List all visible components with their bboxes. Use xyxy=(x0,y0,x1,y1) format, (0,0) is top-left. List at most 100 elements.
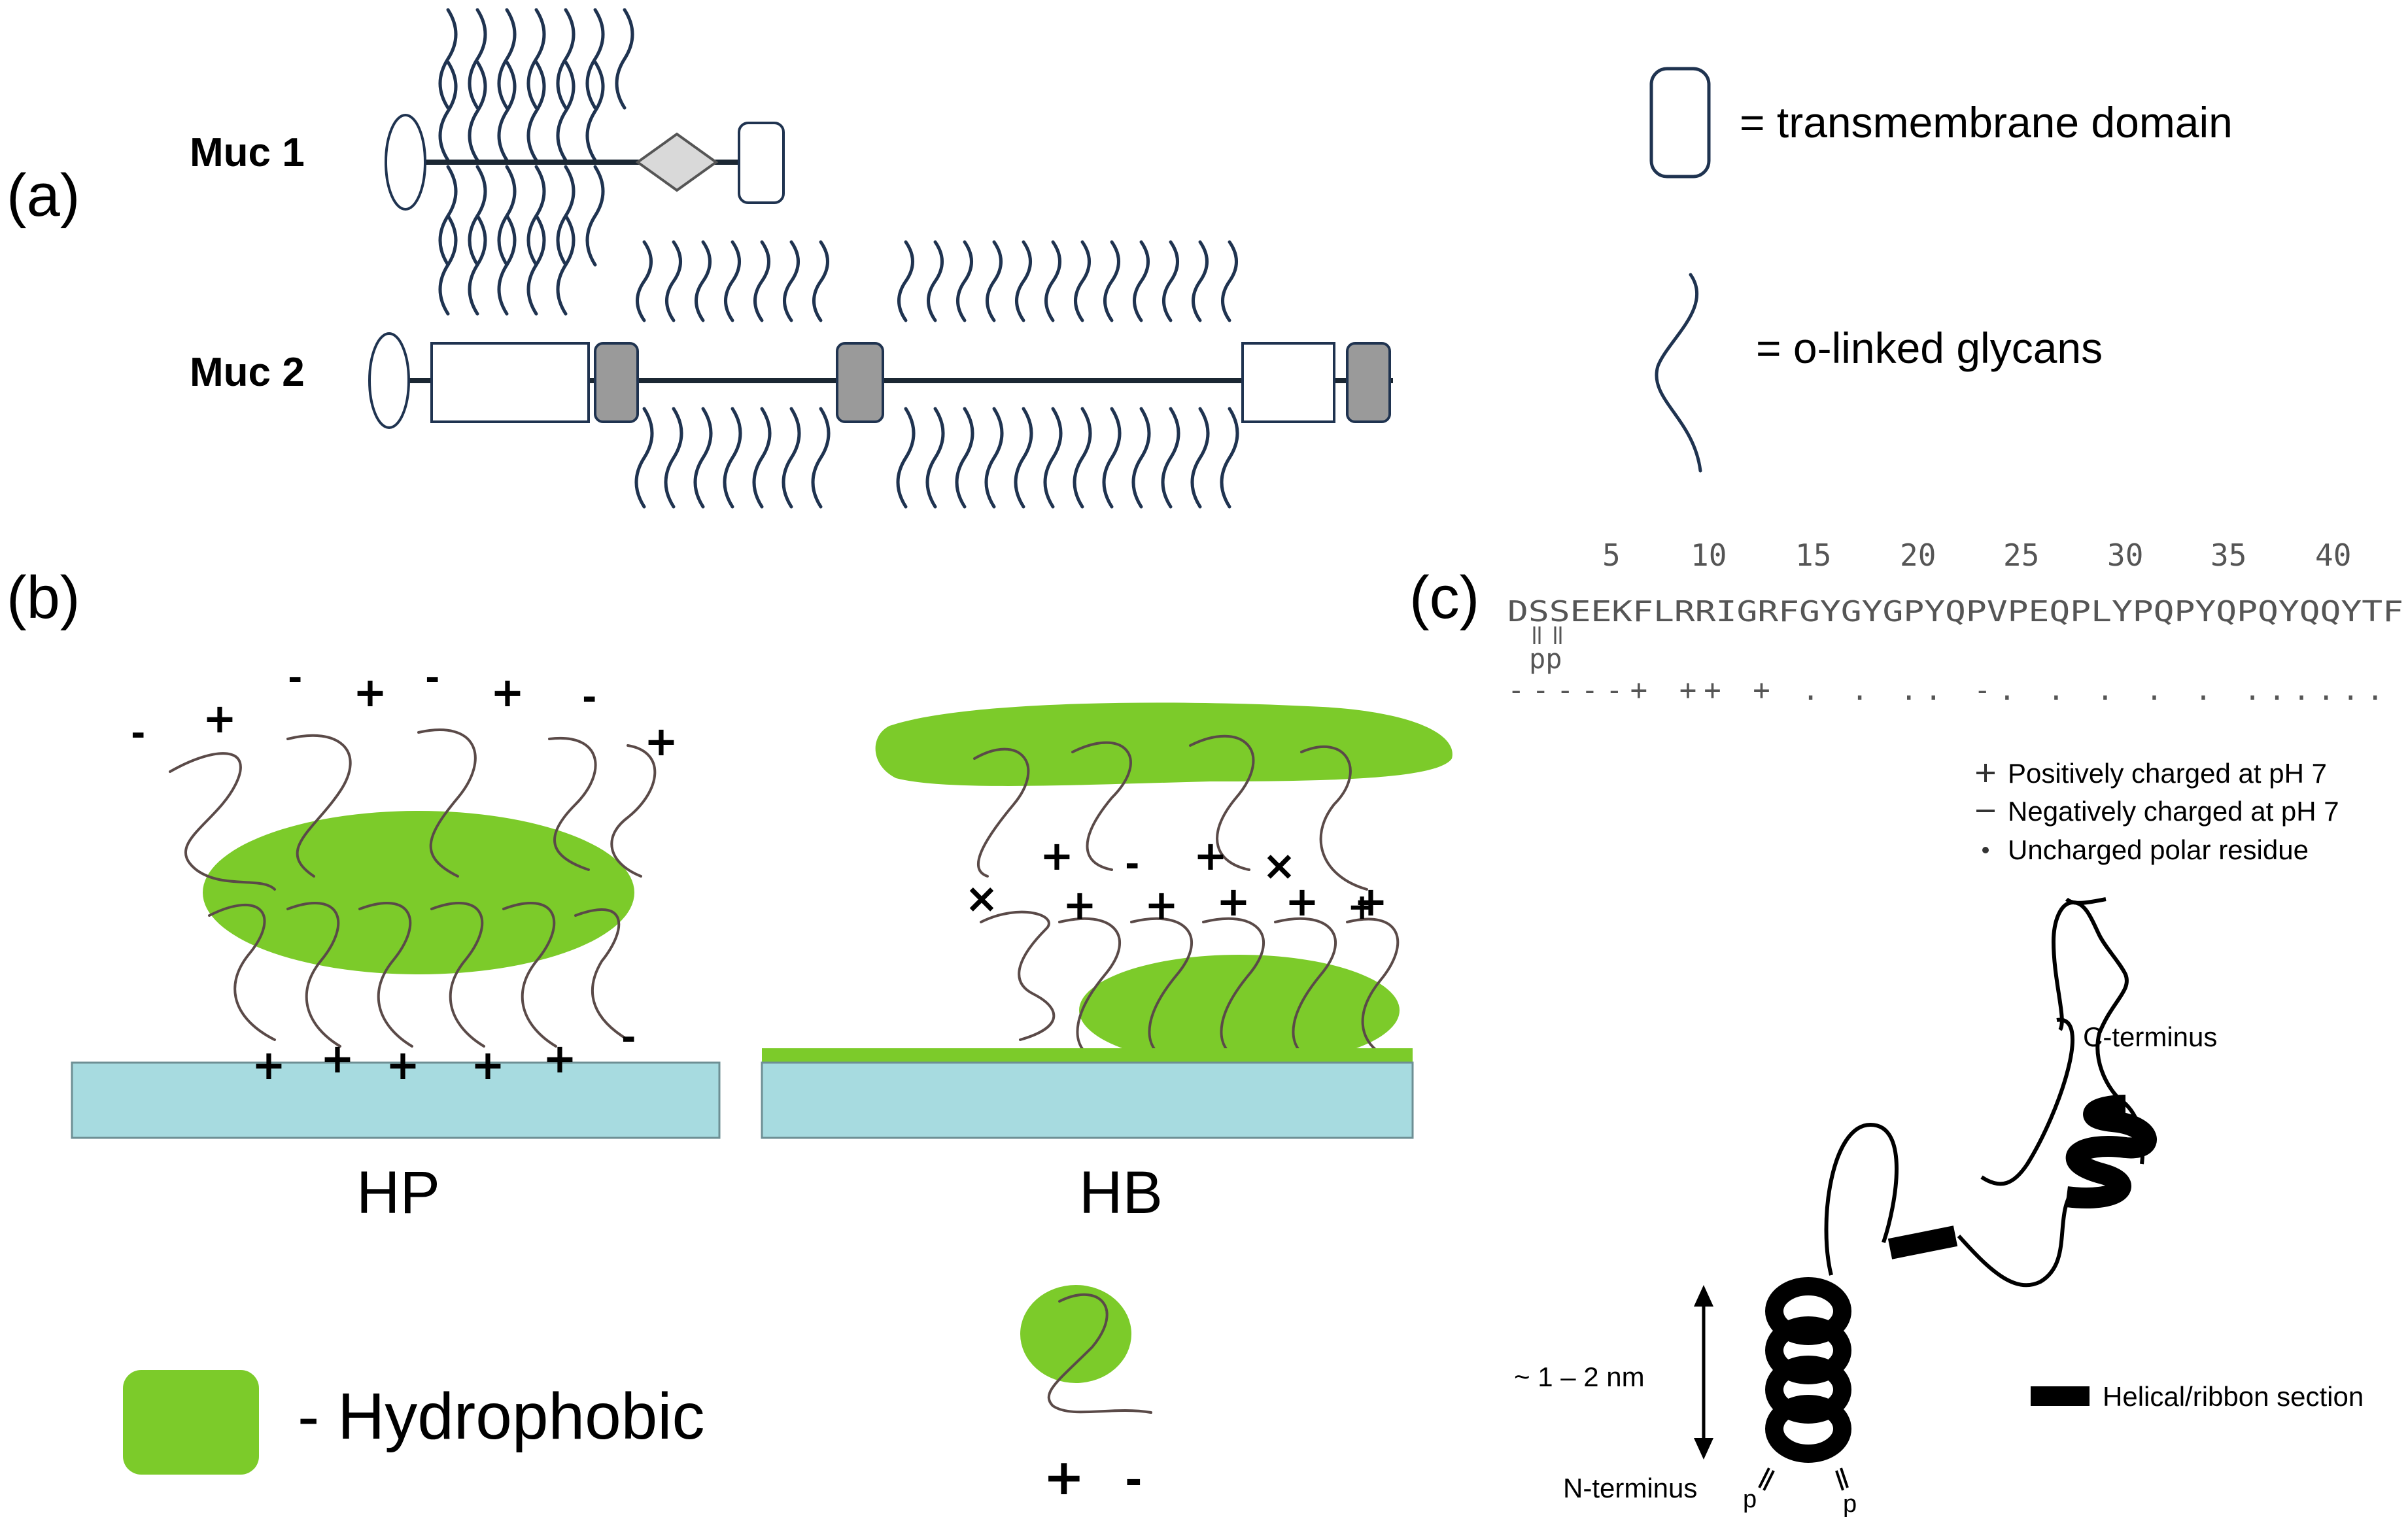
c-terminal-tail xyxy=(1980,1018,2074,1186)
n-terminal-helix xyxy=(1765,1277,1851,1463)
charge-sign: × xyxy=(1262,842,1296,889)
statherin-structure: C-terminus N-terminus p p xyxy=(1563,897,2217,1518)
charge-sign: + xyxy=(1144,881,1178,929)
ruler-tick: 40 xyxy=(2315,538,2351,573)
muc1-sea-domain xyxy=(635,132,719,192)
hp-substrate xyxy=(71,1061,721,1139)
size-scale-label: ~ 1 – 2 nm xyxy=(1514,1361,1645,1392)
hb-top-hydrophobic-zone xyxy=(875,702,1453,786)
hb-middle-charges: + - + × xyxy=(1040,832,1296,889)
muc2-vwd-domain-right xyxy=(1241,342,1335,423)
hb-lower-charges: × + + + + + + xyxy=(965,874,1388,929)
legend-negative-text: Negatively charged at pH 7 xyxy=(2008,796,2339,827)
muc1-transmembrane-domain xyxy=(738,122,785,204)
charge-sign: + xyxy=(1285,878,1319,925)
panel-c: (c) 5 10 15 20 25 30 35 40 DSSEEKFLRRIGR… xyxy=(1409,538,2403,1518)
hp-label: HP xyxy=(356,1159,440,1226)
phosphate-bonds xyxy=(1533,626,1562,644)
phosphate-marks: pp xyxy=(1529,643,1562,675)
muc1-n-terminal-domain xyxy=(385,114,426,211)
panel-b-label: (b) xyxy=(7,564,80,631)
panel-b-legend: - Hydrophobic + - xyxy=(123,1285,1152,1506)
size-scale: ~ 1 – 2 nm xyxy=(1514,1285,1713,1460)
hb-label: HB xyxy=(1079,1159,1163,1226)
hp-lower-chains xyxy=(208,902,629,1048)
legend-polar-text: Uncharged polar residue xyxy=(2008,834,2309,865)
muc1-glycans-top xyxy=(440,10,632,160)
charge-sign: + xyxy=(386,1041,420,1089)
charge-sign: - xyxy=(621,1017,636,1058)
phospho-right: p xyxy=(1843,1490,1857,1518)
transmembrane-legend-text: = transmembrane domain xyxy=(1740,98,2233,146)
charge-sign: × xyxy=(965,874,999,922)
charge-sign: + xyxy=(1354,878,1388,925)
charge-sign: + xyxy=(1040,832,1074,880)
helix-legend-swatch xyxy=(2031,1386,2090,1406)
charge-legend: Positively charged at pH 7 Negatively ch… xyxy=(1976,758,2339,865)
transmembrane-legend-swatch xyxy=(1649,67,1711,179)
panel-b: (b) - + - xyxy=(7,564,1453,1506)
legend-positive-text: Positively charged at pH 7 xyxy=(2008,758,2327,789)
hb-lower-chains xyxy=(980,910,1400,1054)
ribbon-section-2 xyxy=(2065,1095,2157,1208)
muc2-glycans-block2 xyxy=(898,242,1237,507)
glycan-legend-icon xyxy=(1655,273,1702,473)
ruler-tick: 10 xyxy=(1691,538,1727,573)
muc2-cys-domain-1 xyxy=(594,342,639,423)
charge-sign: + xyxy=(320,1035,354,1082)
charge-sign: + xyxy=(1216,878,1250,925)
panel-a: (a) Muc 1 Muc 2 xyxy=(7,10,2233,507)
amphiphile-negative-sign: - xyxy=(1125,1456,1143,1505)
muc1-label: Muc 1 xyxy=(190,130,305,175)
hb-lower-hydrophobic-zone xyxy=(1079,955,1400,1066)
muc2-ck-domain xyxy=(1346,342,1391,423)
hp-upper-chains xyxy=(169,728,657,891)
charge-pattern-line: -----+ ++ + . . .. -. . . . . ...... xyxy=(1507,674,2384,707)
muc1-glycans-bottom xyxy=(440,167,603,314)
charge-sign: + xyxy=(471,1041,505,1089)
sequence-ruler: 5 10 15 20 25 30 35 40 xyxy=(1602,538,2351,573)
charge-sign: - xyxy=(288,657,302,698)
hp-surface-charges: + + + + + - xyxy=(252,1017,636,1089)
amphiphile-positive-sign: + xyxy=(1043,1448,1085,1506)
panel-c-label: (c) xyxy=(1409,564,1479,631)
hp-hydrophobic-zone xyxy=(203,811,634,974)
charge-sign: + xyxy=(644,717,678,765)
c-terminus-label: C-terminus xyxy=(2083,1021,2217,1052)
hb-substrate xyxy=(761,1061,1414,1139)
ruler-tick: 35 xyxy=(2210,538,2246,573)
ruler-tick: 25 xyxy=(2003,538,2039,573)
muc2-n-terminal-domain xyxy=(368,332,410,429)
loop-2 xyxy=(1957,1189,2075,1288)
hb-scene: + - + × × + + + + + + HB xyxy=(761,702,1453,1226)
charge-sign: + xyxy=(490,668,525,716)
muc2-label: Muc 2 xyxy=(190,350,305,395)
charge-sign: + xyxy=(543,1035,577,1082)
ribbon-section-1 xyxy=(1887,1225,1958,1259)
charge-sign: + xyxy=(1194,832,1228,880)
hydrophobic-legend-text: - Hydrophobic xyxy=(298,1380,705,1453)
hp-scene: - + - + - + - + + + + + + - HP xyxy=(71,657,721,1226)
glycan-legend-text: = o-linked glycans xyxy=(1756,324,2103,372)
charge-sign: - xyxy=(1125,844,1139,885)
n-terminus-label: N-terminus xyxy=(1563,1473,1697,1503)
helix-legend-text: Helical/ribbon section xyxy=(2103,1381,2364,1412)
ruler-tick: 20 xyxy=(1900,538,1936,573)
charge-sign: + xyxy=(1347,886,1377,927)
hb-upper-chains xyxy=(973,734,1368,891)
panel-a-legend: = transmembrane domain = o-linked glycan… xyxy=(1649,67,2233,473)
panel-a-label: (a) xyxy=(7,162,80,229)
charge-sign: - xyxy=(131,713,145,754)
phospho-left: p xyxy=(1743,1486,1757,1513)
charge-sign: + xyxy=(1063,881,1097,929)
charge-sign: + xyxy=(353,668,387,716)
hp-top-charges: - + - + - + - + xyxy=(131,657,678,765)
helix-legend: Helical/ribbon section xyxy=(2031,1381,2364,1412)
charge-sign: + xyxy=(252,1041,286,1089)
hydrophobic-legend-swatch xyxy=(123,1370,259,1475)
muc2-diagram xyxy=(368,242,1393,507)
muc2-vwd-domain-left xyxy=(430,342,590,423)
loop-1 xyxy=(1824,1122,1899,1276)
ruler-tick: 30 xyxy=(2107,538,2143,573)
muc2-glycans-block1 xyxy=(636,242,829,507)
